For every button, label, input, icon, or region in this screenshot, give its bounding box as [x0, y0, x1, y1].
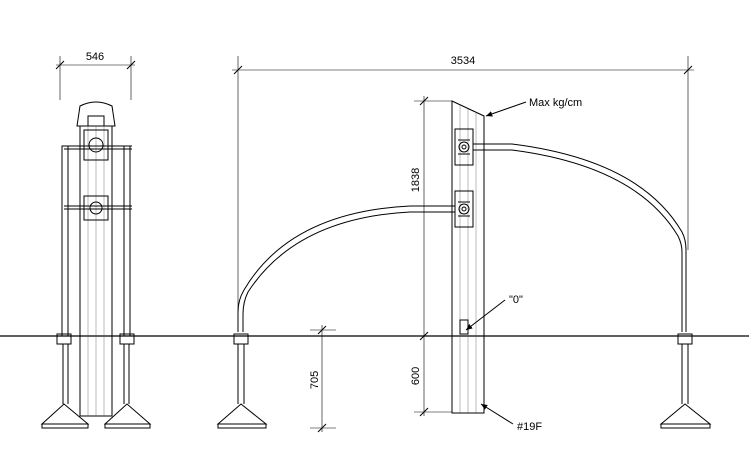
front-view: 3534 1838 600 705	[216, 55, 712, 433]
side-width-label: 546	[86, 51, 104, 63]
dimension-vertical-front: 1838 600	[410, 96, 452, 417]
lower-pipe-arm	[237, 205, 455, 332]
below-ground-front-label: 600	[410, 367, 422, 385]
post-cap	[76, 101, 116, 127]
dimension-side-width: 546	[55, 51, 136, 100]
svg-text:"0": "0"	[509, 294, 523, 306]
upper-height-label: 1838	[410, 168, 422, 192]
below-ground-side-label: 705	[309, 371, 321, 389]
note-ground-zero: "0"	[465, 294, 523, 331]
note-max-load: Max kg/cm	[485, 97, 582, 117]
svg-text:#19F: #19F	[517, 421, 542, 433]
dimension-overall-width: 3534	[232, 55, 694, 320]
side-view: 546	[40, 51, 152, 429]
note-post-code: #19F	[480, 403, 542, 433]
main-post	[451, 100, 485, 414]
upper-pipe-arm	[473, 143, 687, 332]
dimension-below-ground-side: 705	[309, 325, 336, 433]
svg-text:Max kg/cm: Max kg/cm	[529, 97, 582, 109]
overall-width-label: 3534	[451, 55, 475, 67]
